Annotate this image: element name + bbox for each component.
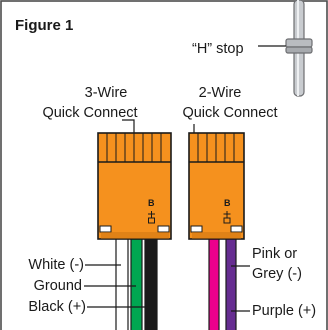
pink-grey-wire-label-line1: Pink or [252, 246, 298, 262]
black-wire-label: Black (+) [28, 299, 86, 315]
polarity-symbol-icon [223, 211, 231, 224]
polarity-symbol-icon [148, 211, 155, 224]
black-wire [144, 227, 158, 330]
h-stop-label: “H” stop [192, 41, 244, 57]
two-wire-wires [208, 227, 237, 330]
leader-lines [84, 119, 250, 312]
white-wire [115, 227, 129, 330]
green-wire [130, 227, 143, 330]
two-wire-connector-letter: B [224, 198, 231, 208]
three-wire-connector [97, 132, 172, 240]
ground-wire-label: Ground [33, 278, 82, 294]
h-stop-probe-icon [258, 0, 313, 97]
pink-grey-wire-label-line2: Grey (-) [252, 266, 302, 282]
purple-wire [225, 227, 237, 330]
pink-wire [208, 227, 220, 330]
purple-wire-label: Purple (+) [252, 303, 317, 319]
three-wire-wires [115, 227, 158, 330]
two-wire-label-line2: Quick Connect [182, 105, 278, 121]
white-wire-label: White (-) [28, 257, 84, 273]
two-wire-connector [188, 132, 245, 240]
two-wire-label-line1: 2-Wire [198, 85, 242, 101]
figure-title: Figure 1 [15, 17, 74, 34]
three-wire-connector-letter: B [148, 198, 155, 208]
three-wire-label-line1: 3-Wire [84, 85, 128, 101]
three-wire-label-line2: Quick Connect [42, 105, 138, 121]
